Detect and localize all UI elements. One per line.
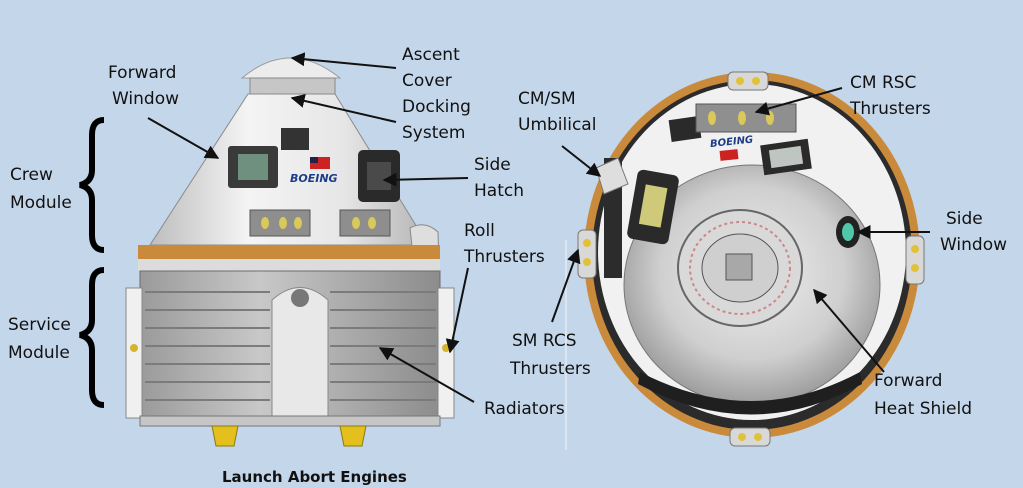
label-sm-rcs-thrusters-2: Thrusters — [509, 359, 591, 379]
top-boeing-logo: BOEING — [710, 135, 754, 150]
arrow-forward-window — [147, 117, 220, 159]
sm-rcs-pod-right — [905, 235, 925, 285]
label-cm-rsc-thrusters-2: Thrusters — [849, 99, 931, 119]
label-cm-rsc-thrusters-1: CM RSC — [850, 73, 916, 93]
side-view-vehicle: BOEING — [125, 57, 455, 447]
docking-system — [249, 77, 336, 95]
crew-module-brace — [79, 117, 105, 253]
arrow-sm-rcs-thrusters — [551, 248, 581, 323]
label-sm-rcs-thrusters-1: SM RCS — [512, 331, 577, 351]
cm-sm-umbilical-top — [595, 157, 629, 195]
label-cm-sm-umbilical-2: Umbilical — [518, 115, 596, 135]
lower-dark-band — [638, 372, 862, 415]
label-cm-sm-umbilical-1: CM/SM — [518, 89, 576, 109]
arrow-radiators — [378, 347, 475, 403]
arrow-side-hatch — [382, 172, 469, 187]
abort-engine-doghouse — [271, 287, 329, 417]
label-service-module-2: Module — [8, 343, 70, 363]
top-view-vehicle: BOEING — [577, 71, 925, 447]
arrow-forward-heat-shield — [813, 288, 885, 373]
label-ascent-cover-2: Cover — [402, 71, 452, 91]
abort-engine-nozzle-2 — [339, 425, 367, 447]
callout-arrows — [147, 52, 930, 403]
label-forward-window-2: Window — [112, 89, 179, 109]
label-service-module-1: Service — [8, 315, 71, 335]
service-module-brace — [79, 267, 105, 408]
label-docking-system-1: Docking — [402, 97, 471, 117]
label-radiators: Radiators — [484, 399, 565, 419]
roll-thruster-pod-right — [437, 287, 455, 419]
sm-rcs-pod-bottom — [729, 427, 771, 447]
sm-rcs-pod-left — [577, 229, 597, 279]
boeing-logo: BOEING — [290, 172, 338, 185]
label-forward-heat-shield-2: Heat Shield — [874, 399, 972, 419]
arrow-ascent-cover — [290, 52, 397, 69]
label-side-window-2: Window — [940, 235, 1007, 255]
label-side-window-1: Side — [946, 209, 983, 229]
label-forward-window-1: Forward — [108, 63, 176, 83]
label-docking-system-2: System — [402, 123, 465, 143]
separation-band — [138, 245, 440, 259]
labels: Forward Window Ascent Cover Docking Syst… — [8, 45, 1007, 486]
label-roll-thrusters-1: Roll — [464, 221, 495, 241]
label-side-hatch-2: Hatch — [474, 181, 524, 201]
label-launch-abort-engines: Launch Abort Engines — [222, 468, 407, 486]
label-side-hatch-1: Side — [474, 155, 511, 175]
arrow-cm-rsc-thrusters — [754, 87, 843, 116]
cm-rcs-pod-right — [339, 209, 391, 237]
arrow-roll-thrusters — [445, 267, 469, 354]
radiator-slats — [145, 291, 436, 401]
sm-rcs-pod-top — [727, 71, 769, 91]
label-crew-module-2: Module — [10, 193, 72, 213]
roll-thruster-pod-left — [125, 287, 143, 419]
label-ascent-cover-1: Ascent — [402, 45, 460, 65]
arrow-docking-system — [290, 94, 397, 123]
arrow-cm-sm-umbilical — [561, 145, 602, 177]
label-forward-heat-shield-1: Forward — [874, 371, 942, 391]
top-flag — [719, 149, 739, 161]
label-roll-thrusters-2: Thrusters — [463, 247, 545, 267]
label-crew-module-1: Crew — [10, 165, 53, 185]
abort-engine-nozzle-1 — [211, 425, 239, 447]
